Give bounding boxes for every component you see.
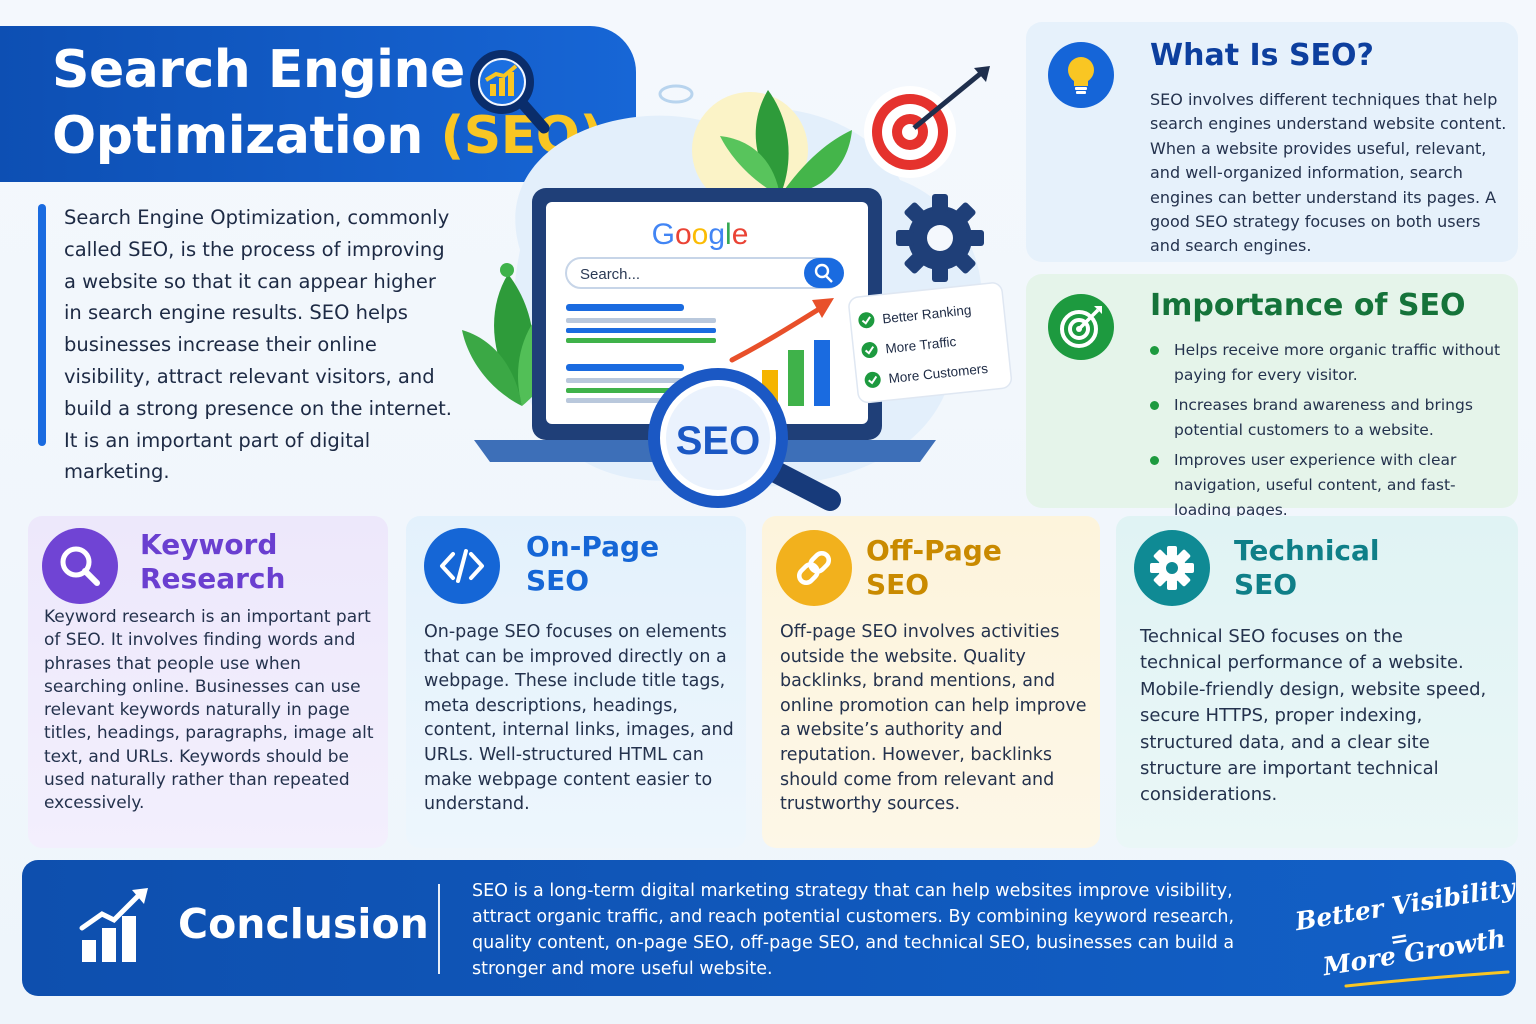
- dot-decoration: [500, 263, 514, 277]
- cloud-shape: [658, 84, 694, 104]
- on-page-heading-line2: SEO: [526, 564, 590, 597]
- title-banner: Search Engine Optimization (SEO): [0, 26, 636, 182]
- importance-heading: Importance of SEO: [1150, 288, 1466, 323]
- search-button: [804, 258, 844, 288]
- off-page-heading-line1: Off-Page: [866, 534, 1002, 567]
- search-brand-logo: Google: [652, 218, 749, 251]
- check-mark: [868, 375, 878, 385]
- conclusion-heading: Conclusion: [178, 900, 429, 948]
- conclusion-body: SEO is a long-term digital marketing str…: [472, 881, 1235, 979]
- off-page-seo-card: Off-Page SEO Off-page SEO involves activ…: [762, 516, 1100, 848]
- brand-letter: l: [725, 218, 732, 251]
- technical-seo-card: Technical SEO Technical SEO focuses on t…: [1116, 516, 1518, 848]
- what-is-seo-card: What Is SEO? SEO involves different tech…: [1026, 22, 1518, 262]
- importance-list: Helps receive more organic traffic witho…: [1148, 338, 1508, 528]
- code-icon: [424, 528, 500, 604]
- check-icon: [858, 312, 875, 329]
- check-mark: [861, 316, 871, 325]
- divider: [438, 884, 440, 974]
- keyword-research-card: Keyword Research Keyword research is an …: [28, 516, 388, 848]
- technical-body: Technical SEO focuses on the technical p…: [1140, 626, 1487, 806]
- target-icon: [864, 66, 990, 178]
- technical-heading-line2: SEO: [1234, 568, 1298, 601]
- search-placeholder: Search...: [580, 266, 640, 283]
- magnifier-chart-icon: [470, 50, 550, 134]
- brand-letter: o: [675, 218, 692, 251]
- check-mark: [864, 346, 875, 355]
- brand-letter: e: [732, 218, 749, 251]
- brand-letter: g: [708, 218, 725, 251]
- brand-wordmark-text: Google: [652, 218, 749, 251]
- target-icon: [1048, 294, 1114, 360]
- gear-icon: [896, 194, 984, 282]
- on-page-body: On-page SEO focuses on elements that can…: [424, 622, 734, 815]
- page-title-line1: Search Engine: [52, 40, 465, 100]
- technical-heading: Technical SEO: [1234, 534, 1380, 602]
- check-icon: [864, 371, 881, 388]
- growth-arrow: [729, 303, 827, 363]
- check-icon: [861, 342, 878, 359]
- magnifier-handle: [761, 459, 841, 511]
- benefit-item: More Traffic: [885, 334, 957, 356]
- gear-icon: [1134, 530, 1210, 606]
- on-page-heading: On-Page SEO: [526, 530, 659, 598]
- off-page-heading-line2: SEO: [866, 568, 930, 601]
- keyword-heading-line1: Keyword: [140, 528, 278, 561]
- growth-bars: [762, 340, 830, 406]
- what-is-seo-heading: What Is SEO?: [1150, 38, 1374, 73]
- off-page-body: Off-page SEO involves activities outside…: [780, 622, 1087, 815]
- lightbulb-icon: [1048, 42, 1114, 108]
- tagline: Better Visibility = More Growth: [1282, 866, 1517, 990]
- growth-chart-icon: [79, 888, 148, 962]
- keyword-heading-line2: Research: [140, 562, 286, 595]
- brand-letter: G: [652, 218, 675, 251]
- list-item: Increases brand awareness and brings pot…: [1148, 393, 1508, 443]
- page-title-main: Optimization: [52, 106, 423, 166]
- keyword-heading: Keyword Research: [140, 528, 285, 596]
- seo-badge-text: SEO: [676, 419, 760, 463]
- intro-paragraph: Search Engine Optimization, commonly cal…: [64, 206, 452, 484]
- keyword-body: Keyword research is an important part of…: [44, 607, 374, 814]
- intro-accent-bar: [38, 204, 46, 446]
- what-is-seo-body: SEO involves different techniques that h…: [1150, 90, 1507, 256]
- hero-illustration: Google Search... SEO: [462, 66, 1012, 511]
- tagline-underline: [1344, 970, 1510, 988]
- on-page-heading-line1: On-Page: [526, 530, 660, 563]
- list-item: Helps receive more organic traffic witho…: [1148, 338, 1508, 388]
- on-page-seo-card: On-Page SEO On-page SEO focuses on eleme…: [406, 516, 746, 848]
- brand-letter: o: [692, 218, 709, 251]
- plant-leaves-top: [720, 90, 852, 196]
- link-icon: [776, 530, 852, 606]
- search-icon: [42, 528, 118, 604]
- conclusion-banner: Conclusion SEO is a long-term digital ma…: [22, 860, 1517, 996]
- importance-card: Importance of SEO Helps receive more org…: [1026, 274, 1518, 519]
- off-page-heading: Off-Page SEO: [866, 534, 1002, 602]
- technical-heading-line1: Technical: [1234, 534, 1380, 567]
- list-item: Improves user experience with clear navi…: [1148, 448, 1508, 523]
